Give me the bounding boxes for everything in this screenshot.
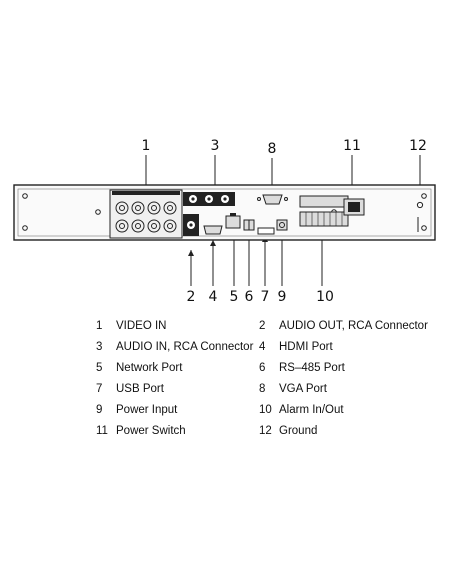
callout-12: 12: [409, 138, 427, 154]
rs485-terminal: [243, 219, 255, 231]
rj45-port: [225, 213, 241, 229]
power-switch: [343, 198, 365, 216]
usb-port: [257, 227, 275, 235]
callout-1: 1: [142, 138, 151, 154]
audio-rca-block: [183, 192, 235, 236]
rear-panel-diagram: 1 3 8 11 12 2 4 5 6 7 9 10: [13, 138, 436, 305]
callout-2: 2: [187, 289, 196, 305]
ground-screw: [416, 201, 424, 232]
hdmi-port: [203, 225, 223, 235]
callout-3: 3: [211, 138, 220, 154]
callout-6: 6: [245, 289, 254, 305]
callout-4: 4: [209, 289, 218, 305]
video-in-bnc-block: [109, 189, 183, 239]
callout-11: 11: [343, 138, 361, 154]
callout-5: 5: [230, 289, 239, 305]
vga-port: [257, 194, 288, 205]
callout-9: 9: [278, 289, 287, 305]
power-jack: [276, 219, 288, 231]
callout-7: 7: [261, 289, 270, 305]
callout-10: 10: [316, 289, 334, 305]
callout-8: 8: [268, 141, 277, 157]
